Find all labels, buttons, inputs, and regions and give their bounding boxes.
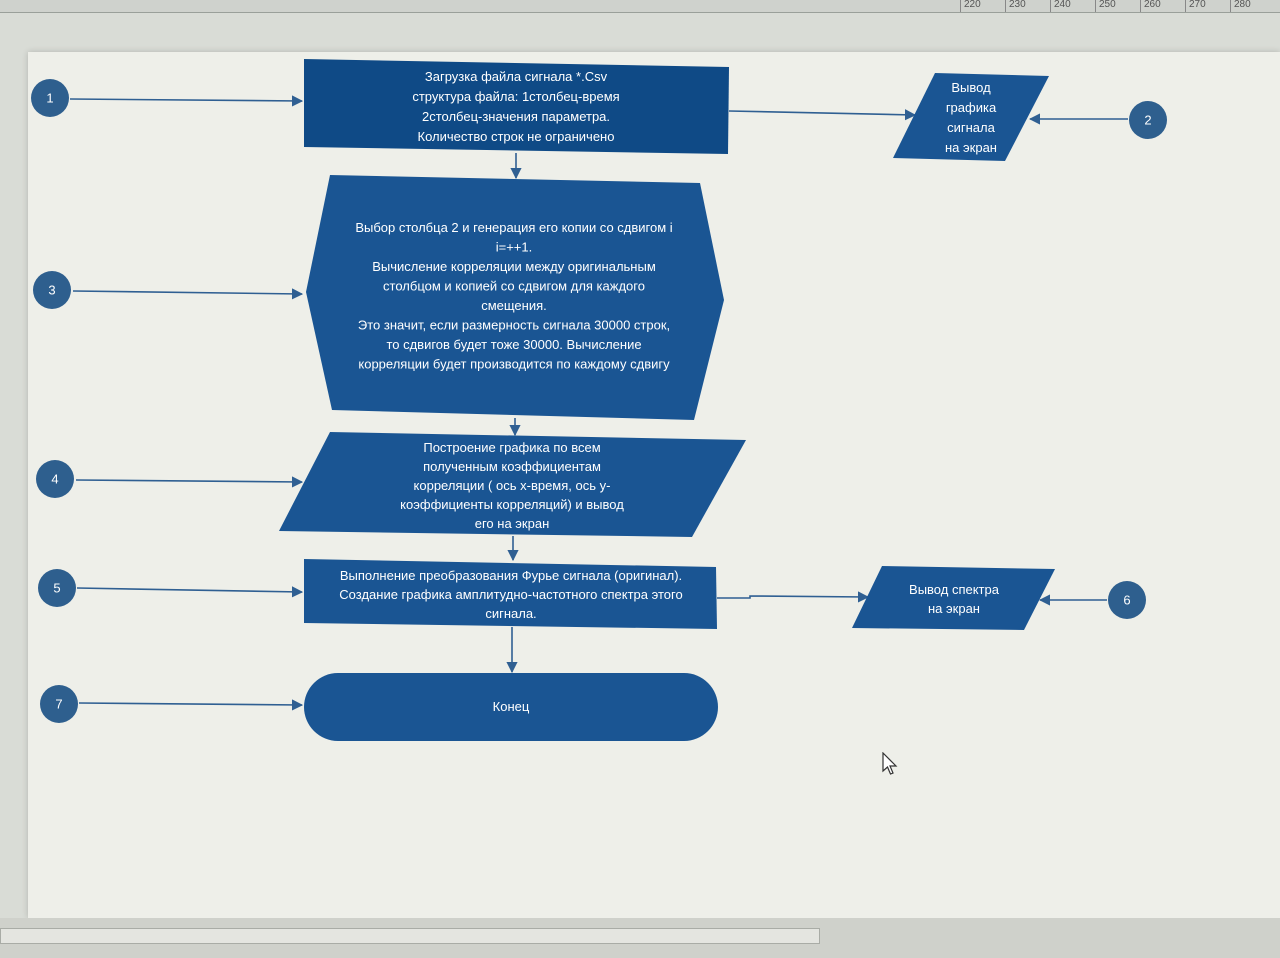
horizontal-scrollbar-thumb[interactable] — [0, 928, 820, 944]
text-line: его на экран — [475, 516, 550, 531]
start-box: Загрузка файла сигнала *.Csv структура фа… — [304, 59, 729, 154]
ruler-label: 220 — [964, 0, 981, 10]
output-spectrum-parallelogram: Вывод спектра на экран — [852, 566, 1055, 630]
text-line: 2столбец-значения параметра. — [422, 109, 610, 124]
output-signal-parallelogram: Вывод графика сигнала на экран — [893, 73, 1049, 161]
marker-7-label: 7 — [55, 697, 62, 712]
connector-marker7-to-end — [78, 699, 304, 711]
text-line: Количество строк не ограничено — [418, 129, 615, 144]
marker-1: 1 — [31, 79, 69, 117]
marker-6: 6 — [1108, 581, 1146, 619]
text-line: Вывод — [951, 80, 991, 95]
marker-5: 5 — [38, 569, 76, 607]
text-line: структура файла: 1столбец-время — [412, 89, 619, 104]
marker-4-label: 4 — [51, 472, 58, 487]
ruler-label: 260 — [1144, 0, 1161, 10]
text-line: столбцом и копией со сдвигом для каждого — [383, 279, 645, 294]
text-line: полученным коэффициентам — [423, 459, 601, 474]
text-line: корреляции ( ось х-время, ось у- — [414, 478, 611, 493]
text-line: корреляции будет производится по каждому… — [358, 357, 670, 372]
text-line: Загрузка файла сигнала *.Csv — [425, 69, 608, 84]
connector-marker1-to-start — [69, 95, 304, 107]
text-line: Это значит, если размерность сигнала 300… — [358, 318, 670, 333]
text-line: сигнала. — [485, 606, 536, 621]
output-spectrum-text: Вывод спектра на экран — [909, 582, 1000, 616]
marker-7: 7 — [40, 685, 78, 723]
text-line: на экран — [928, 601, 980, 616]
ruler-tick — [1230, 0, 1231, 12]
connector-marker5-to-fourier — [76, 586, 304, 598]
ruler-label: 230 — [1009, 0, 1026, 10]
ruler-label: 280 — [1234, 0, 1251, 10]
connector-start-to-output — [728, 109, 917, 121]
fourier-box: Выполнение преобразования Фурье сигнала … — [304, 559, 717, 629]
end-terminator-text: Конец — [493, 699, 530, 714]
marker-2-label: 2 — [1144, 113, 1151, 128]
ruler-label: 250 — [1099, 0, 1116, 10]
process-correlation-hexagon: Выбор столбца 2 и генерация его копии со… — [306, 175, 724, 420]
marker-6-label: 6 — [1123, 593, 1130, 608]
text-line: сигнала — [947, 120, 995, 135]
connector-marker4-to-plot — [75, 476, 304, 488]
ruler-tick — [1185, 0, 1186, 12]
top-ruler: 220 230 240 250 260 270 280 — [0, 0, 1280, 13]
connector-fourier-to-spectrum — [717, 591, 870, 603]
process-correlation-text: Выбор столбца 2 и генерация его копии со… — [355, 220, 672, 372]
marker-4: 4 — [36, 460, 74, 498]
ruler-tick — [960, 0, 961, 12]
text-line: коэффициенты корреляций) и вывод — [400, 497, 624, 512]
text-line: графика — [946, 100, 997, 115]
text-line: смещения. — [481, 298, 547, 313]
marker-3: 3 — [33, 271, 71, 309]
start-box-text: Загрузка файла сигнала *.Csv структура фа… — [412, 69, 619, 144]
plot-correlation-text: Построение графика по всем полученным коэ… — [400, 440, 624, 531]
plot-correlation-parallelogram: Построение графика по всем полученным коэ… — [279, 432, 746, 537]
ruler-label: 270 — [1189, 0, 1206, 10]
connectors — [69, 95, 1128, 711]
ruler-tick — [1050, 0, 1051, 12]
text-line: Вычисление корреляции между оригинальным — [372, 259, 656, 274]
text-line: Построение графика по всем — [423, 440, 600, 455]
text-line: Выбор столбца 2 и генерация его копии со… — [355, 220, 672, 235]
ruler-tick — [1095, 0, 1096, 12]
text-line: Выполнение преобразования Фурье сигнала … — [340, 568, 682, 583]
text-line: Вывод спектра — [909, 582, 1000, 597]
marker-5-label: 5 — [53, 581, 60, 596]
mouse-pointer-icon — [882, 751, 900, 781]
marker-2: 2 — [1129, 101, 1167, 139]
ruler-tick — [1140, 0, 1141, 12]
end-terminator: Конец — [304, 673, 718, 741]
marker-1-label: 1 — [46, 91, 53, 106]
horizontal-scrollbar[interactable] — [0, 918, 1280, 958]
fourier-box-text: Выполнение преобразования Фурье сигнала … — [339, 568, 682, 621]
ruler-tick — [1005, 0, 1006, 12]
text-line: Создание графика амплитудно-частотного с… — [339, 587, 682, 602]
connector-marker3-to-process — [72, 288, 304, 300]
text-line: на экран — [945, 140, 997, 155]
text-line: то сдвигов будет тоже 30000. Вычисление — [386, 337, 641, 352]
ruler-label: 240 — [1054, 0, 1071, 10]
markers: 1 2 3 4 5 6 7 — [31, 79, 1167, 723]
text-line: i=++1. — [496, 240, 533, 255]
output-signal-text: Вывод графика сигнала на экран — [945, 80, 997, 155]
marker-3-label: 3 — [48, 283, 55, 298]
